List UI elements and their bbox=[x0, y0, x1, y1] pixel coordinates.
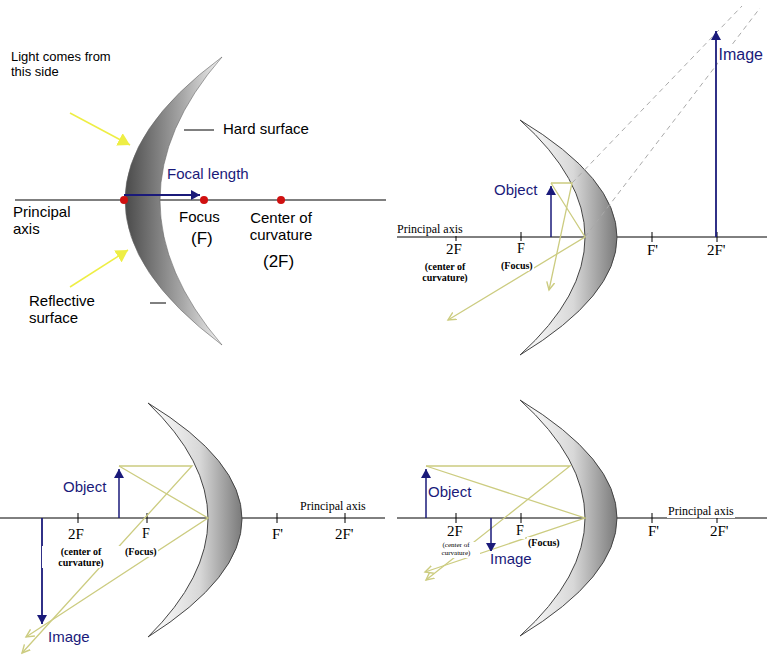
point-note: (center of curvature) bbox=[406, 261, 484, 283]
point-label: Focus bbox=[178, 209, 221, 226]
point-note: (center of curvature) bbox=[432, 542, 480, 558]
point-symbol: (2F) bbox=[262, 252, 295, 271]
point-label: Center of curvature bbox=[228, 210, 334, 244]
point-symbol: 2F bbox=[67, 526, 85, 543]
point-symbol: F' bbox=[647, 523, 660, 540]
point-symbol: F' bbox=[271, 526, 284, 543]
point-symbol: 2F' bbox=[706, 242, 727, 259]
object-label: Object bbox=[62, 479, 107, 496]
point-symbol: F bbox=[515, 523, 525, 539]
image-label: Image bbox=[47, 629, 91, 646]
point-symbol: 2F' bbox=[709, 523, 730, 540]
panel-four bbox=[397, 400, 767, 636]
point-symbol: F bbox=[141, 526, 151, 542]
point-note: (Focus) bbox=[500, 260, 534, 271]
point-note: (Focus) bbox=[124, 546, 158, 557]
point-symbol: 2F bbox=[445, 241, 463, 258]
part-name: Hard surface bbox=[222, 121, 310, 138]
point-note: (Focus) bbox=[527, 537, 561, 548]
object-label: Object bbox=[493, 182, 538, 199]
image-label: Image bbox=[718, 46, 764, 64]
object-label: Object bbox=[427, 484, 472, 501]
axis-label: Principal axis bbox=[396, 223, 464, 236]
axis-label: Principal axis bbox=[667, 505, 735, 518]
image-label: Image bbox=[489, 551, 533, 568]
point-symbol: 2F bbox=[446, 523, 464, 540]
axis-label: Principal axis bbox=[299, 500, 367, 513]
point-symbol: (F) bbox=[190, 229, 214, 248]
dimension-label: Focal length bbox=[166, 166, 250, 183]
light-note: Light comes from this side bbox=[10, 50, 127, 79]
point-note: (center of curvature) bbox=[42, 546, 120, 568]
axis-label: Principal axis bbox=[12, 204, 99, 238]
panel-three bbox=[0, 403, 385, 653]
point-symbol: F bbox=[516, 241, 526, 257]
panel-one bbox=[15, 57, 386, 345]
panel-two bbox=[397, 6, 767, 355]
point-symbol: 2F' bbox=[334, 526, 355, 543]
point-symbol: F' bbox=[646, 242, 659, 259]
part-name: Reflective surface bbox=[28, 293, 120, 327]
